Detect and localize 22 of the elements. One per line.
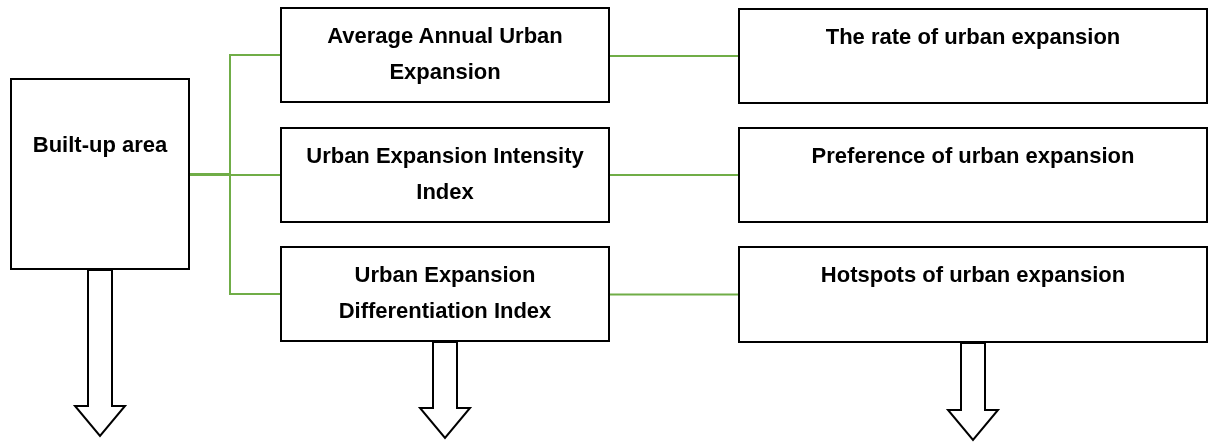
block-arrow — [72, 269, 128, 438]
block-arrow — [417, 341, 473, 440]
process-box — [280, 7, 610, 103]
process-box — [280, 246, 610, 342]
box-label: Preference of urban expansion — [810, 142, 1136, 170]
box-label: Average Annual Urban Expansion — [326, 22, 564, 86]
connector-line — [609, 55, 739, 57]
box-label: The rate of urban expansion — [824, 23, 1122, 51]
connector-line — [189, 174, 281, 176]
process-box — [738, 127, 1208, 223]
box-label: Hotspots of urban expansion — [819, 261, 1127, 289]
connector-line — [609, 293, 739, 296]
box-label: Built-up area — [31, 131, 169, 159]
connector-line — [189, 173, 281, 295]
process-box — [738, 246, 1208, 343]
process-box — [738, 8, 1208, 104]
connector-line — [609, 174, 739, 176]
process-box — [10, 78, 190, 270]
block-arrow — [945, 342, 1001, 442]
box-label: Urban Expansion Intensity Index — [305, 142, 585, 206]
process-box — [280, 127, 610, 223]
box-label: Urban Expansion Differentiation Index — [337, 261, 553, 325]
